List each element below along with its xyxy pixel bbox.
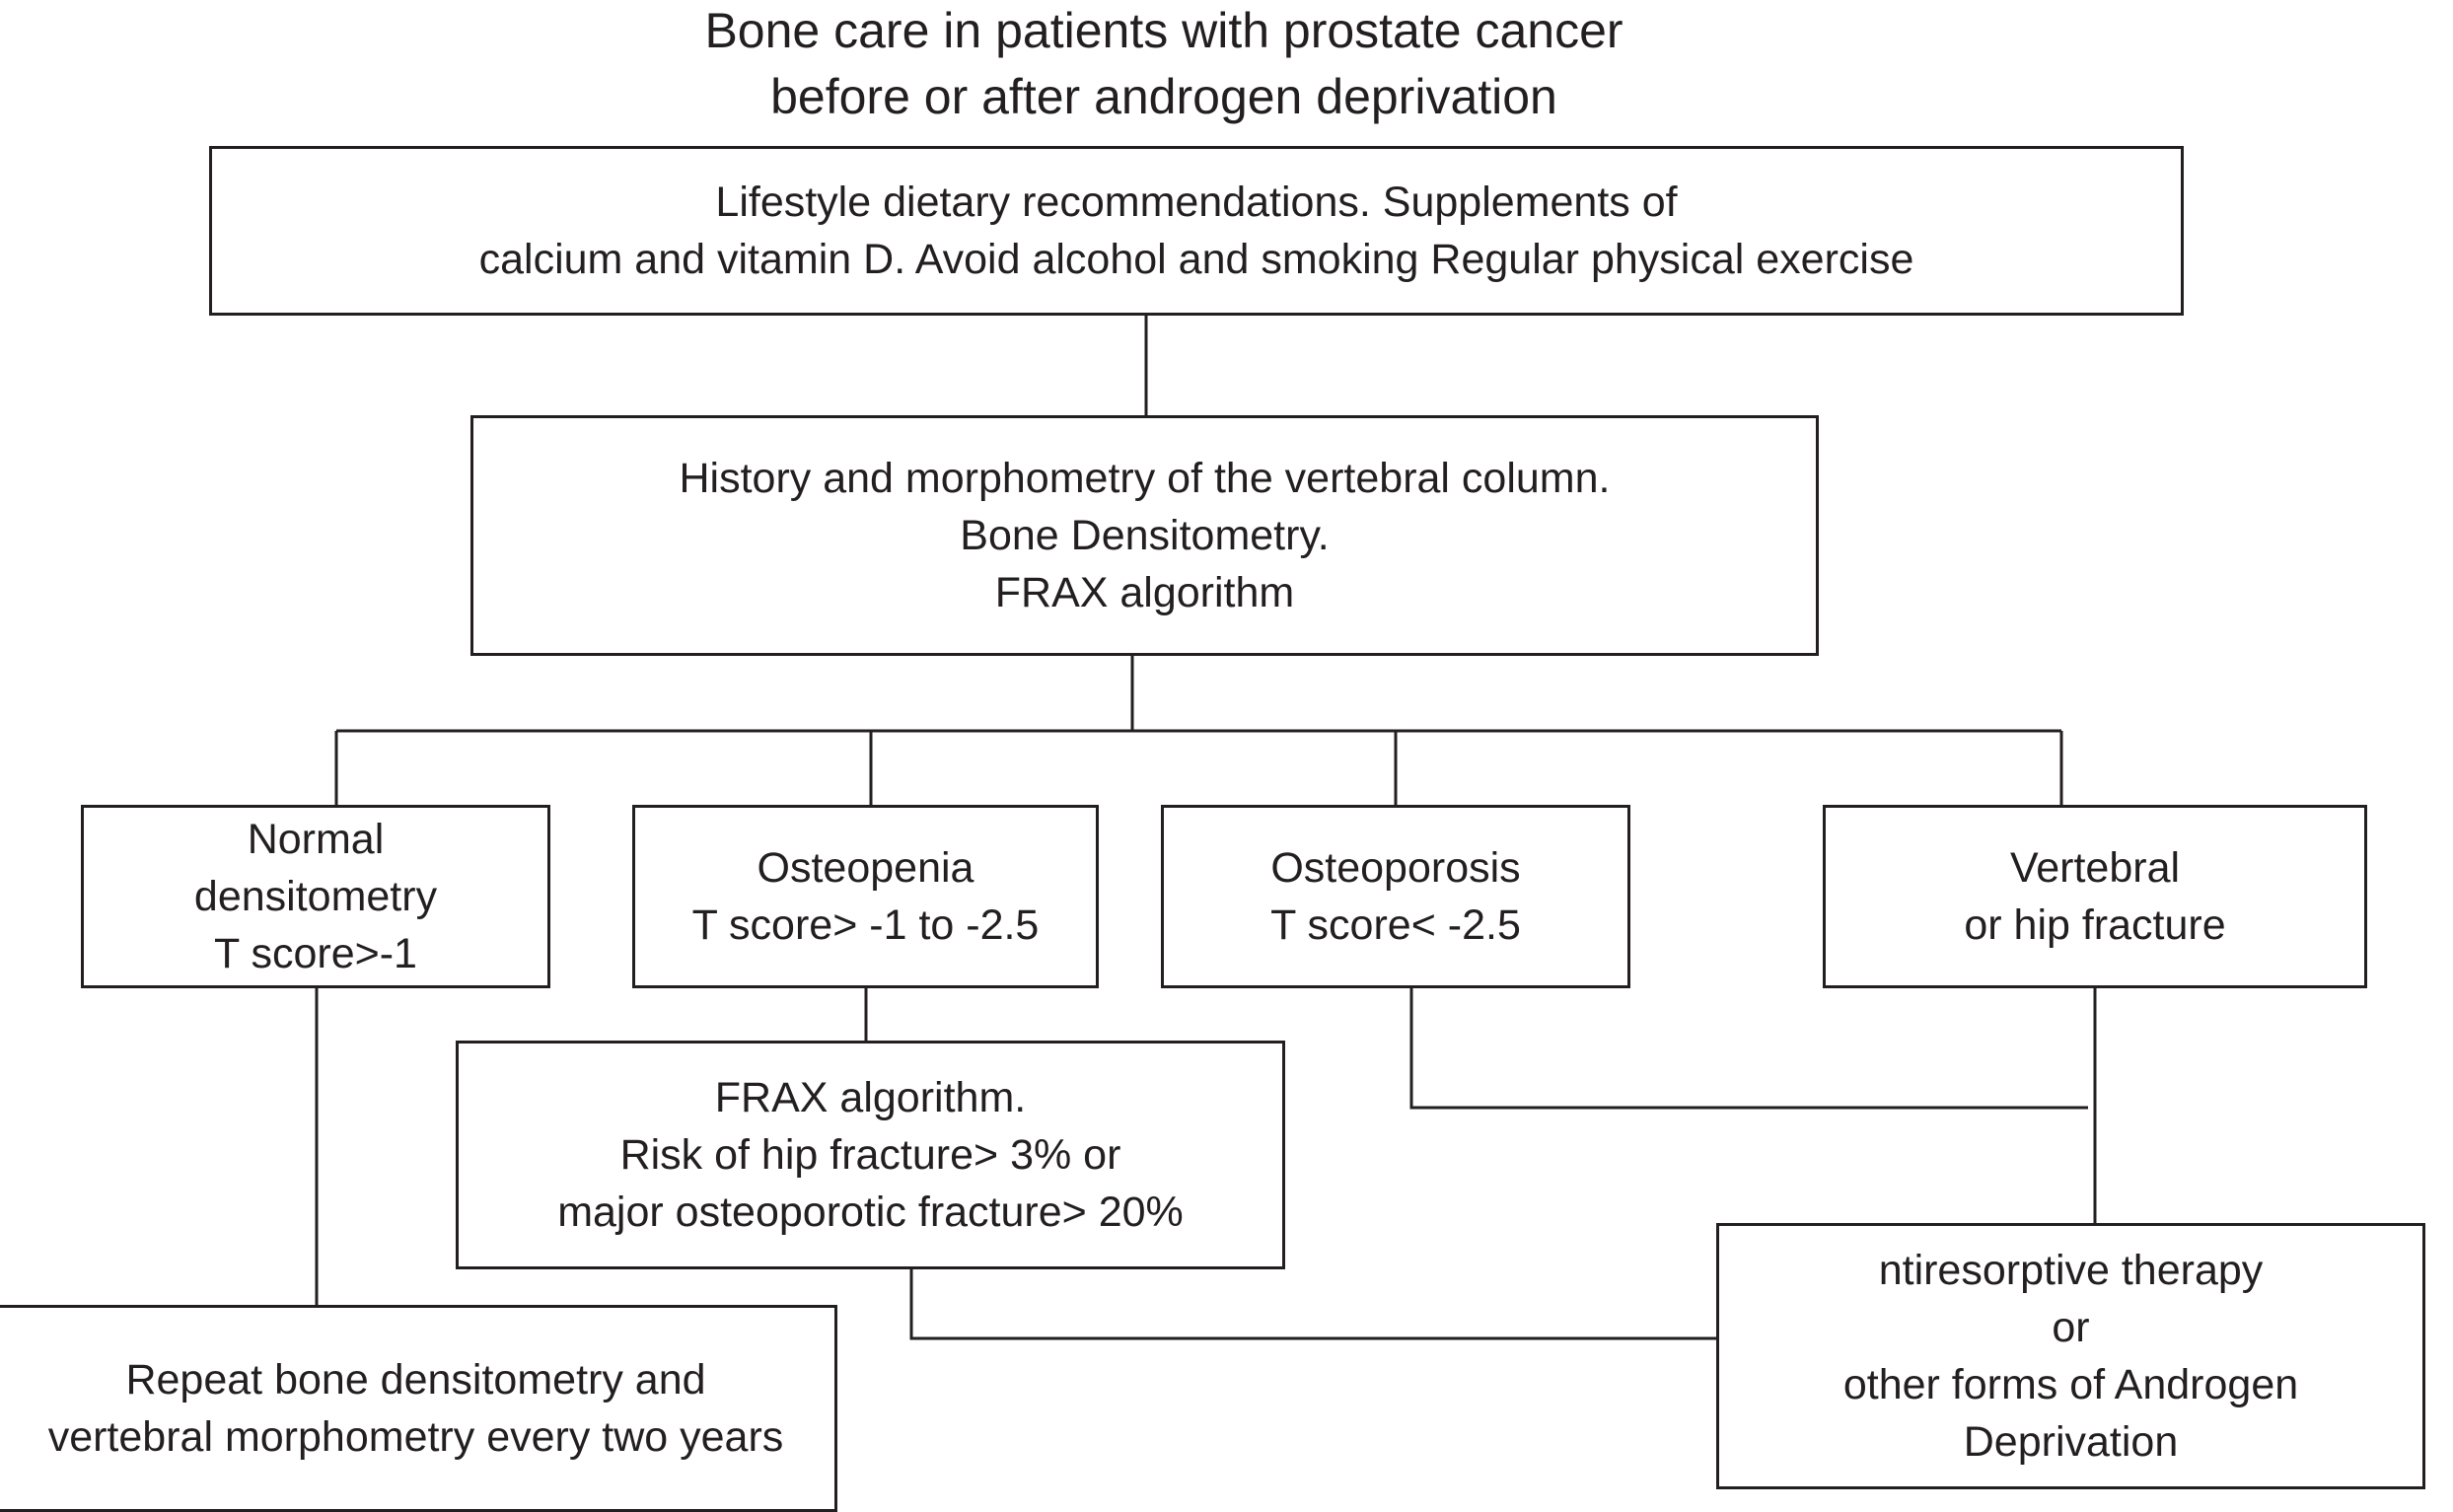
therapy-line-1: ntiresorptive therapy bbox=[1878, 1247, 2264, 1294]
osteopenia-line-1: Osteopenia bbox=[757, 844, 974, 892]
therapy-box: ntiresorptive therapy or other forms of … bbox=[1716, 1223, 2425, 1489]
normal-line-2: densitometry bbox=[193, 873, 438, 920]
therapy-line-4: Deprivation bbox=[1963, 1418, 2179, 1466]
history-line-3: FRAX algorithm bbox=[994, 569, 1295, 616]
therapy-line-3: other forms of Androgen bbox=[1842, 1361, 2299, 1408]
osteoporosis-line-2: T score< -2.5 bbox=[1270, 901, 1521, 949]
repeat-line-1: Repeat bone densitometry and bbox=[125, 1356, 706, 1404]
lifestyle-line-1: Lifestyle dietary recommendations. Suppl… bbox=[715, 179, 1678, 226]
fracture-line-1: Vertebral bbox=[2009, 844, 2181, 892]
frax-line-3: major osteoporotic fracture> 20% bbox=[557, 1188, 1184, 1236]
normal-densitometry-box: Normal densitometry T score>-1 bbox=[81, 805, 550, 988]
frax-line-2: Risk of hip fracture> 3% or bbox=[619, 1131, 1121, 1179]
osteoporosis-box: Osteoporosis T score< -2.5 bbox=[1161, 805, 1630, 988]
repeat-line-2: vertebral morphometry every two years bbox=[47, 1413, 784, 1461]
repeat-densitometry-box: Repeat bone densitometry and vertebral m… bbox=[0, 1305, 837, 1512]
lifestyle-box: Lifestyle dietary recommendations. Suppl… bbox=[209, 146, 2184, 316]
osteoporosis-line-1: Osteoporosis bbox=[1270, 844, 1521, 892]
diagram-title: Bone care in patients with prostate canc… bbox=[0, 0, 2328, 130]
fracture-line-2: or hip fracture bbox=[1964, 901, 2226, 949]
history-line-2: Bone Densitometry. bbox=[960, 512, 1330, 559]
therapy-line-2: or bbox=[2052, 1304, 2090, 1351]
history-box: History and morphometry of the vertebral… bbox=[470, 415, 1819, 656]
connector-osteoporosis-therapy bbox=[1409, 985, 2088, 1110]
osteopenia-box: Osteopenia T score> -1 to -2.5 bbox=[632, 805, 1099, 988]
connector-frax-therapy bbox=[909, 1267, 1718, 1340]
title-line-2: before or after androgen deprivation bbox=[770, 69, 1557, 124]
normal-line-3: T score>-1 bbox=[214, 930, 417, 977]
fracture-box: Vertebral or hip fracture bbox=[1823, 805, 2367, 988]
osteopenia-line-2: T score> -1 to -2.5 bbox=[691, 901, 1040, 949]
history-line-1: History and morphometry of the vertebral… bbox=[679, 455, 1611, 502]
lifestyle-line-2: calcium and vitamin D. Avoid alcohol and… bbox=[478, 236, 1914, 283]
frax-box: FRAX algorithm. Risk of hip fracture> 3%… bbox=[456, 1041, 1285, 1269]
normal-line-1: Normal bbox=[247, 816, 385, 863]
title-line-1: Bone care in patients with prostate canc… bbox=[704, 3, 1623, 58]
frax-line-1: FRAX algorithm. bbox=[714, 1074, 1027, 1121]
